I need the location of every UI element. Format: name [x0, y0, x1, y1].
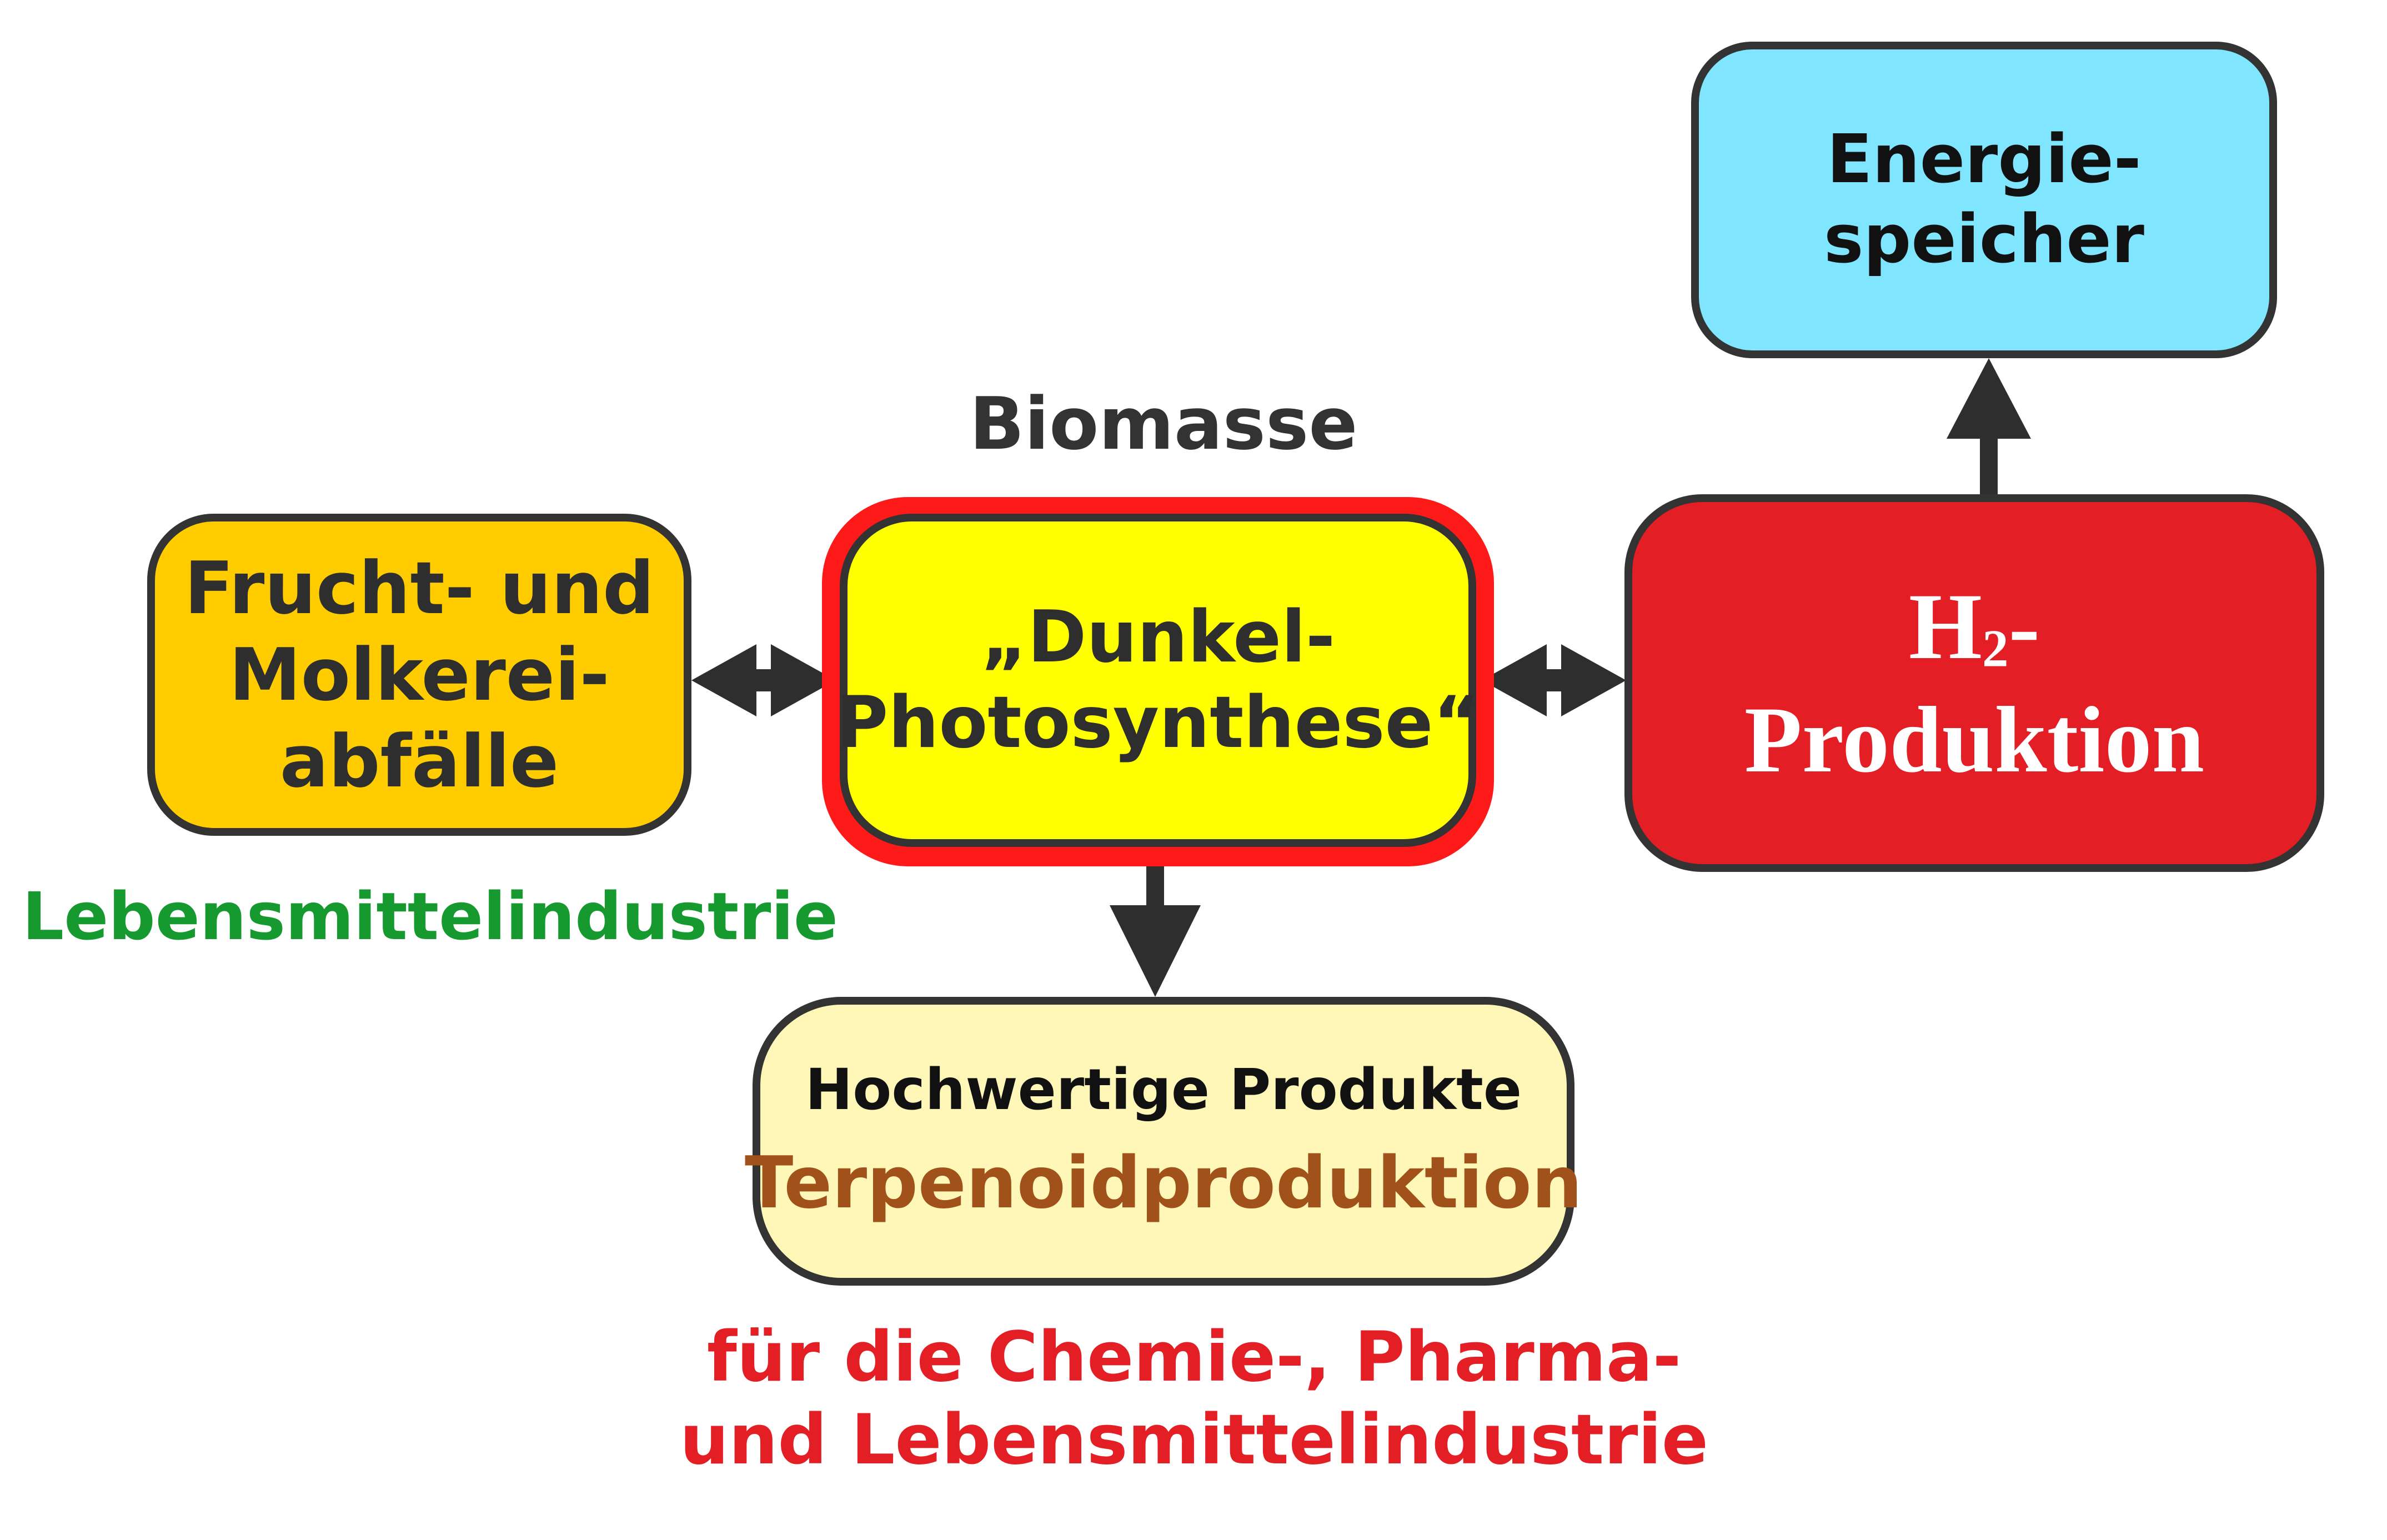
energiespeicher-box: Energie- speicher [1691, 42, 2277, 358]
arrow-down-head [1110, 905, 1201, 997]
frucht-molkerei-box: Frucht- und Molkerei- abfälle [147, 514, 691, 836]
terpenoidproduktion-label: Terpenoidproduktion [745, 1142, 1582, 1225]
arrow-dunkel-h2 [1482, 644, 1626, 716]
lebensmittelindustrie-label: Lebensmittelindustrie [22, 878, 838, 955]
h2-line2: Produktion [1744, 688, 2205, 792]
hochwertige-produkte-box: Hochwertige Produkte Terpenoidproduktion [745, 997, 1582, 1286]
biomasse-label: Biomasse [969, 382, 1358, 466]
h2-produktion-box: H2- Produktion [1624, 494, 2324, 872]
h2-h: H [1908, 574, 1983, 679]
h2-line1: H2- [1909, 570, 2040, 683]
arrow-up-shaft [1980, 433, 1998, 497]
industrie-label: für die Chemie-, Pharma- und Lebensmitte… [639, 1316, 1749, 1482]
dunkel-photosynthese-box: „Dunkel- Photosynthese“ [836, 514, 1480, 847]
energie-line2: speicher [1824, 201, 2144, 278]
industrie-line1: für die Chemie-, Pharma- [706, 1317, 1682, 1397]
h2-subscript: 2 [1982, 619, 2009, 678]
energie-line1: Energie- [1827, 121, 2142, 198]
industrie-line2: und Lebensmittelindustrie [679, 1399, 1709, 1480]
frucht-line1: Frucht- und [184, 546, 655, 630]
frucht-line3: abfälle [279, 719, 559, 804]
arrow-up-head [1947, 358, 2031, 439]
h2-dash: - [2008, 574, 2040, 679]
dunkel-line2: Photosynthese“ [836, 681, 1480, 764]
dunkel-line1: „Dunkel- [980, 596, 1336, 679]
hochwertige-produkte-title: Hochwertige Produkte [805, 1057, 1522, 1123]
frucht-line2: Molkerei- [229, 633, 610, 717]
arrow-down-shaft [1146, 864, 1164, 908]
arrow-frucht-dunkel [691, 644, 836, 716]
